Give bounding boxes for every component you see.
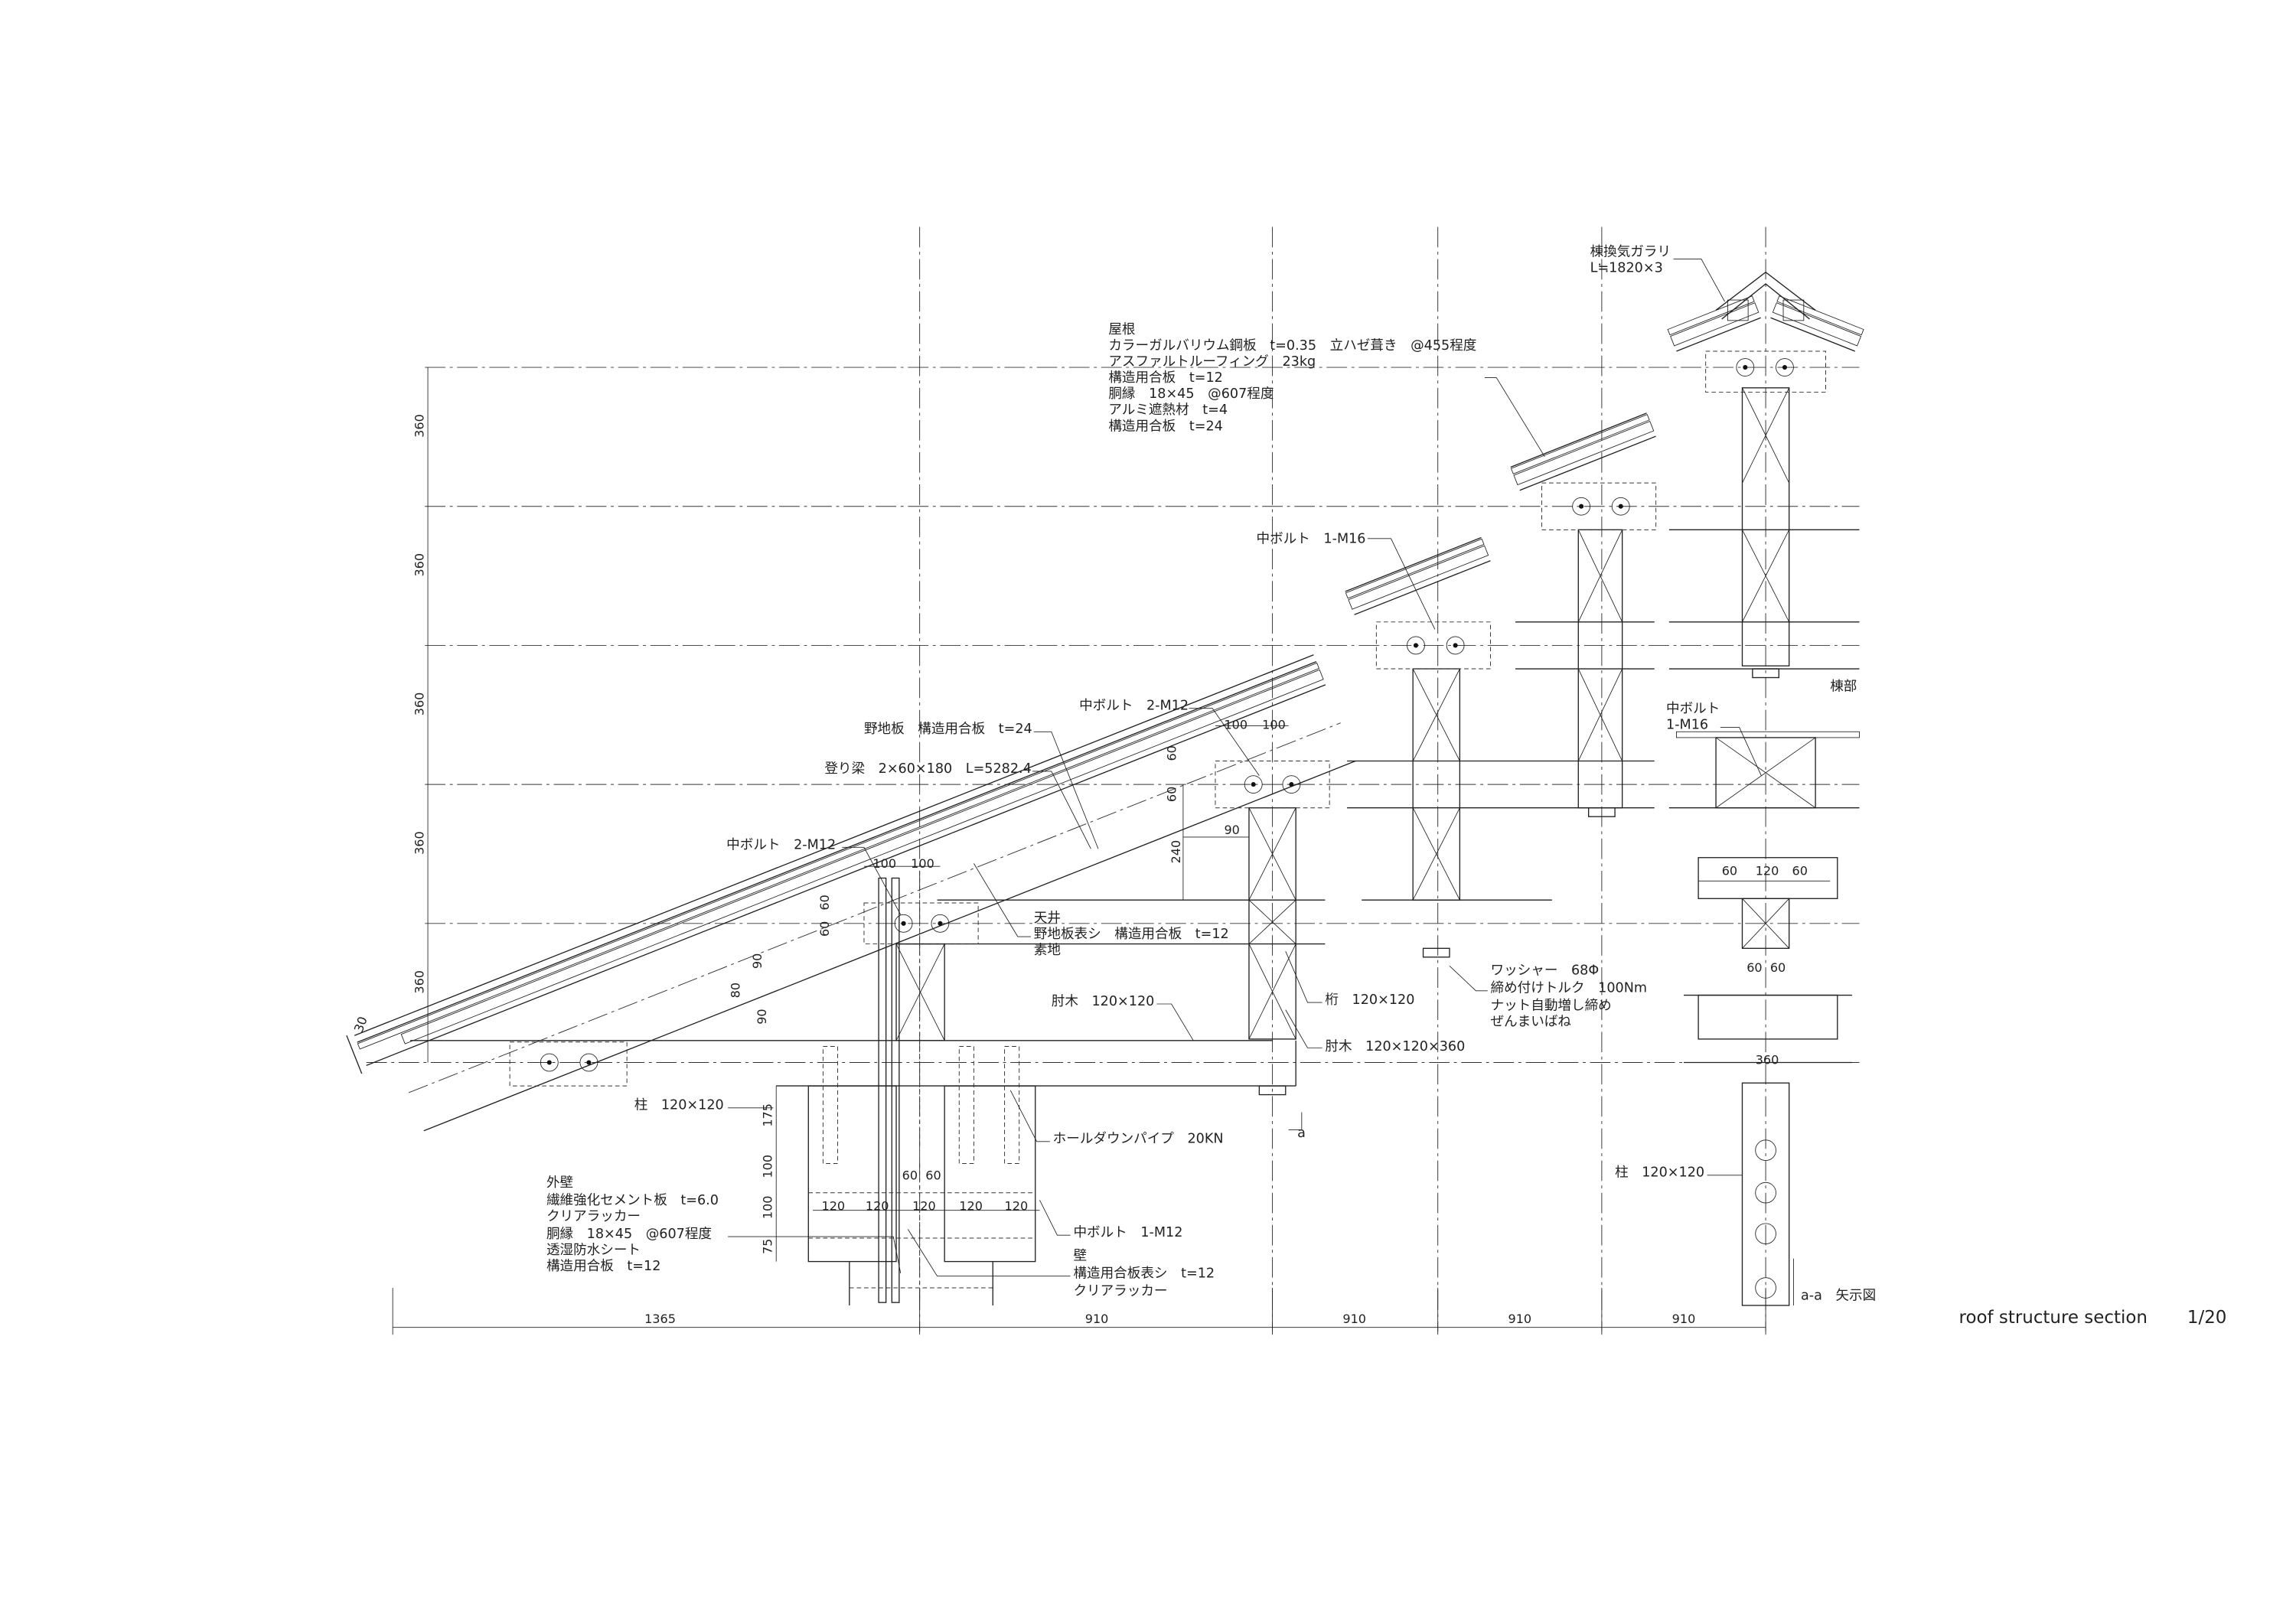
dimensions-details-18-label: 60 xyxy=(902,1168,918,1183)
dimensions-details-11-label: 80 xyxy=(728,983,742,998)
dimensions-details-23-label: 120 xyxy=(959,1199,983,1214)
dimensions-details-0-label: 100 xyxy=(1224,717,1247,732)
dimensions-details-25-label: 60 xyxy=(1722,864,1737,878)
dimensions-vertical-left-0-label: 360 xyxy=(412,414,426,438)
dimensions-horizontal-bottom-4-label: 910 xyxy=(1672,1312,1696,1326)
dimensions-details-30-label: 360 xyxy=(1756,1052,1779,1067)
ridge-vent-0-label: 棟換気ガラリ xyxy=(1590,245,1671,260)
labels: roof structure section 1/20 a-a 矢示図 a 棟部 棟換気ガ… xyxy=(351,245,2227,1328)
dimensions-horizontal-bottom-1-label: 910 xyxy=(1085,1312,1109,1326)
dimensions-details-14-label: 175 xyxy=(760,1103,775,1127)
annotations-rafter-label: 登り梁 2×60×180 L=5282.4 xyxy=(824,761,1031,777)
roof-spec-1-label: カラーガルバリウム鋼板 t=0.35 立ハゼ葺き @455程度 xyxy=(1108,338,1476,354)
annotations-exterior-wall-5-label: 構造用合板 t=12 xyxy=(546,1259,660,1274)
annotations-ceiling-1-label: 野地板表シ 構造用合板 t=12 xyxy=(1034,927,1229,942)
dimensions-vertical-left-3-label: 360 xyxy=(412,831,426,855)
drawing-view-label-label: a-a 矢示図 xyxy=(1801,1288,1876,1303)
dimensions-details-9-label: 60 xyxy=(817,895,832,910)
annotations-bolt-1m12-label: 中ボルト 1-M12 xyxy=(1073,1225,1182,1240)
drawing-title-label: roof structure section xyxy=(1959,1308,2148,1328)
annotations-bracket-arm-label: 肘木 120×120 xyxy=(1052,994,1155,1009)
dimensions-details-2-label: 60 xyxy=(1164,787,1179,802)
annotations-bolt-m16-ridge-0-label: 中ボルト xyxy=(1666,701,1720,716)
annotations-wall-2-label: クリアラッカー xyxy=(1073,1284,1167,1299)
annotations-bracket-arm-short-label: 肘木 120×120×360 xyxy=(1325,1039,1465,1054)
annotations-washer-2-label: ナット自動増し締め xyxy=(1491,999,1612,1014)
annotations-column-right-label: 柱 120×120 xyxy=(1615,1165,1704,1181)
drawing-ridge-label-label: 棟部 xyxy=(1830,680,1857,695)
dimensions-details-21-label: 120 xyxy=(866,1199,889,1214)
dimensions-vertical-left-2-label: 360 xyxy=(412,693,426,716)
annotations-ceiling-2-label: 素地 xyxy=(1034,943,1061,958)
dimensions-details-27-label: 60 xyxy=(1792,864,1808,878)
roof-slope-upper-1 xyxy=(1345,536,1491,615)
posts xyxy=(878,387,1816,1306)
dimensions-details-15-label: 100 xyxy=(760,1155,775,1178)
drawing-section-mark-label: a xyxy=(1297,1126,1306,1141)
dimensions-details-10-label: 90 xyxy=(750,953,765,969)
roof-slope-upper-2 xyxy=(1510,412,1656,491)
dimensions-details-19-label: 60 xyxy=(925,1168,941,1183)
annotations-exterior-wall-3-label: 胴縁 18×45 @607程度 xyxy=(546,1227,712,1242)
dimensions-details-12-label: 90 xyxy=(755,1009,769,1024)
annotations-wall-1-label: 構造用合板表シ t=12 xyxy=(1073,1266,1215,1282)
ridge-vent-1-label: L≒1820×3 xyxy=(1590,261,1663,276)
dimensions-details-8-label: 60 xyxy=(817,921,832,937)
dimensions-details-29-label: 60 xyxy=(1770,960,1786,975)
dimensions-details-4-label: 90 xyxy=(1224,823,1239,837)
roof-spec-0-label: 屋根 xyxy=(1108,322,1135,337)
dimensions-details-13-label: 30 xyxy=(351,1015,370,1035)
annotations-washer-3-label: ぜんまいばね xyxy=(1491,1015,1572,1030)
annotations-column-left-label: 柱 120×120 xyxy=(634,1098,724,1113)
annotations-sheathing-label: 野地板 構造用合板 t=24 xyxy=(864,722,1032,737)
annotations-exterior-wall-0-label: 外壁 xyxy=(546,1175,573,1191)
dimensions-details-7-label: 100 xyxy=(911,856,934,871)
dimensions-details-3-label: 60 xyxy=(1164,745,1179,761)
annotations-washer-0-label: ワッシャー 68Φ xyxy=(1491,963,1600,979)
leader-lines xyxy=(728,259,1794,1305)
annotations-holddown-label: ホールダウンパイプ 20KN xyxy=(1053,1132,1224,1147)
dimensions-details-28-label: 60 xyxy=(1746,960,1762,975)
dimensions-horizontal-bottom-0-label: 1365 xyxy=(644,1312,676,1326)
annotations-ceiling-0-label: 天井 xyxy=(1034,911,1061,926)
wall-framing xyxy=(807,1045,1036,1305)
dimensions-details-20-label: 120 xyxy=(822,1199,846,1214)
annotations-bolt-2m12-upper-label: 中ボルト 2-M12 xyxy=(1079,699,1189,714)
roof-spec-4-label: 胴縁 18×45 @607程度 xyxy=(1108,386,1274,402)
bolts xyxy=(509,358,1794,1299)
dimensions-details-1-label: 100 xyxy=(1262,717,1286,732)
annotations-purlin-label: 桁 120×120 xyxy=(1325,992,1414,1008)
annotations-bolt-2m12-lower-label: 中ボルト 2-M12 xyxy=(726,837,836,852)
dimensions-details-17-label: 75 xyxy=(760,1239,775,1254)
roof-spec-2-label: アスファルトルーフィング 23kg xyxy=(1108,354,1316,370)
dimensions-details-5-label: 240 xyxy=(1169,840,1183,864)
annotations-exterior-wall-1-label: 繊維強化セメント板 t=6.0 xyxy=(546,1193,719,1208)
roof-spec-6-label: 構造用合板 t=24 xyxy=(1108,419,1222,434)
roof-spec-3-label: 構造用合板 t=12 xyxy=(1108,370,1222,386)
ridge xyxy=(1667,271,1864,393)
dimensions-details-16-label: 100 xyxy=(760,1196,775,1220)
drawing-scale-label: 1/20 xyxy=(2187,1308,2227,1328)
dimensions-vertical-left-1-label: 360 xyxy=(412,553,426,577)
dimensions-vertical-left-4-label: 360 xyxy=(412,970,426,994)
dimensions-horizontal-bottom-2-label: 910 xyxy=(1342,1312,1366,1326)
annotations-bolt-m16-upper-label: 中ボルト 1-M16 xyxy=(1257,532,1366,547)
roof-slope-main xyxy=(346,654,1356,1132)
dimensions-details-6-label: 100 xyxy=(872,856,896,871)
annotations-bolt-m16-ridge-1-label: 1-M16 xyxy=(1666,717,1708,732)
annotations-wall-0-label: 壁 xyxy=(1073,1249,1087,1264)
annotations-exterior-wall-4-label: 透湿防水シート xyxy=(546,1243,641,1258)
dimensions-horizontal-bottom-3-label: 910 xyxy=(1508,1312,1531,1326)
annotations-washer-1-label: 締め付けトルク 100Nm xyxy=(1491,981,1647,996)
roof-spec-5-label: アルミ遮熱材 t=4 xyxy=(1108,402,1228,418)
dimensions-details-24-label: 120 xyxy=(1005,1199,1029,1214)
dimensions-details-26-label: 120 xyxy=(1756,864,1779,878)
dimensions-details-22-label: 120 xyxy=(912,1199,936,1214)
annotations-exterior-wall-2-label: クリアラッカー xyxy=(546,1209,641,1224)
